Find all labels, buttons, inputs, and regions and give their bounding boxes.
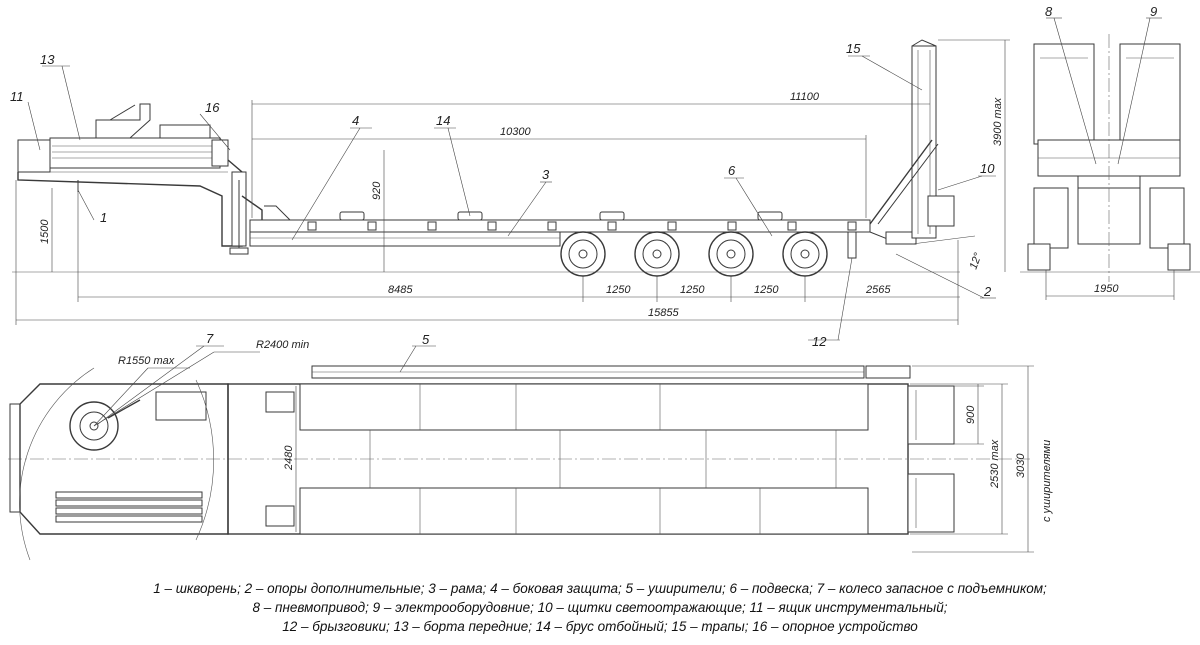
dim-3030-note: с уширителями <box>1041 440 1053 522</box>
deck-stops <box>339 211 783 221</box>
callout-14: 14 <box>436 113 450 128</box>
callout-6: 6 <box>728 163 736 178</box>
dim-3900: 3900 max <box>992 97 1004 146</box>
legend-line-1: 1 – шкворень; 2 – опоры дополнительные; … <box>153 581 1047 596</box>
dim-2565: 2565 <box>865 284 891 296</box>
ramp-top-left <box>907 385 955 445</box>
dim-r1550: R1550 max <box>118 355 175 367</box>
front-sideboards <box>49 137 221 169</box>
dim-1250-c: 1250 <box>754 284 779 296</box>
dim-12deg: 12° <box>968 251 985 271</box>
ramp <box>869 39 955 239</box>
dim-1950: 1950 <box>1094 283 1119 295</box>
dim-1500: 1500 <box>39 219 51 244</box>
spare-wheel-hoist <box>95 103 151 139</box>
spare-wheel <box>69 401 119 451</box>
wheels <box>560 231 828 277</box>
front-sideboards-top <box>55 491 203 523</box>
callout-12: 12 <box>812 334 827 349</box>
callout-2: 2 <box>983 284 992 299</box>
rear-wheels-right <box>1149 187 1185 249</box>
legend-line-2: 8 – пневмопривод; 9 – электрооборудовние… <box>252 600 948 615</box>
rear-wheels-left <box>1033 187 1069 249</box>
dim-15855: 15855 <box>648 307 679 319</box>
side-leaders <box>27 55 996 341</box>
dim-8485: 8485 <box>388 284 413 296</box>
callout-3: 3 <box>542 167 550 182</box>
top-view: R1550 max R2400 min 7 5 <box>8 331 1053 561</box>
callout-9: 9 <box>1150 4 1157 19</box>
callout-10: 10 <box>980 161 995 176</box>
dim-920: 920 <box>371 181 383 200</box>
callout-13: 13 <box>40 52 55 67</box>
dim-1250-a: 1250 <box>606 284 631 296</box>
callout-1: 1 <box>100 210 107 225</box>
legend-line-3: 12 – брызговики; 13 – борта передние; 14… <box>282 619 918 634</box>
side-dimensions <box>15 39 1010 325</box>
dim-1250-b: 1250 <box>680 284 705 296</box>
dim-11100: 11100 <box>790 91 820 103</box>
legend: 1 – шкворень; 2 – опоры дополнительные; … <box>0 579 1200 636</box>
callout-11: 11 <box>10 89 24 104</box>
callout-7: 7 <box>206 331 214 346</box>
callout-15: 15 <box>846 41 861 56</box>
arc-r2400 <box>195 379 214 541</box>
callout-5: 5 <box>422 332 430 347</box>
rear-view: 8 9 1950 <box>1020 4 1200 300</box>
mudflap <box>847 231 857 259</box>
deck-panels <box>369 384 837 534</box>
side-view: 11100 10300 920 1500 8485 1250 1250 1250… <box>10 39 1010 349</box>
toolbox <box>17 139 51 173</box>
callout-4: 4 <box>352 113 359 128</box>
arc-r1550 <box>19 367 95 561</box>
main-frame <box>249 219 871 233</box>
rear-ramp-right <box>1119 43 1181 145</box>
gooseneck-frame <box>17 159 243 247</box>
dim-900: 900 <box>965 405 977 424</box>
dim-10300: 10300 <box>500 126 531 138</box>
dim-r2400: R2400 min <box>256 339 309 351</box>
dim-3030: 3030 <box>1015 453 1027 478</box>
side-protection <box>249 231 561 247</box>
frame-brackets <box>307 221 857 231</box>
callout-8: 8 <box>1045 4 1053 19</box>
dim-2480: 2480 <box>283 445 295 471</box>
rear-ramp-left <box>1033 43 1095 145</box>
callout-16: 16 <box>205 100 220 115</box>
ramp-top-right <box>907 473 955 533</box>
dim-2530: 2530 max <box>989 439 1001 489</box>
